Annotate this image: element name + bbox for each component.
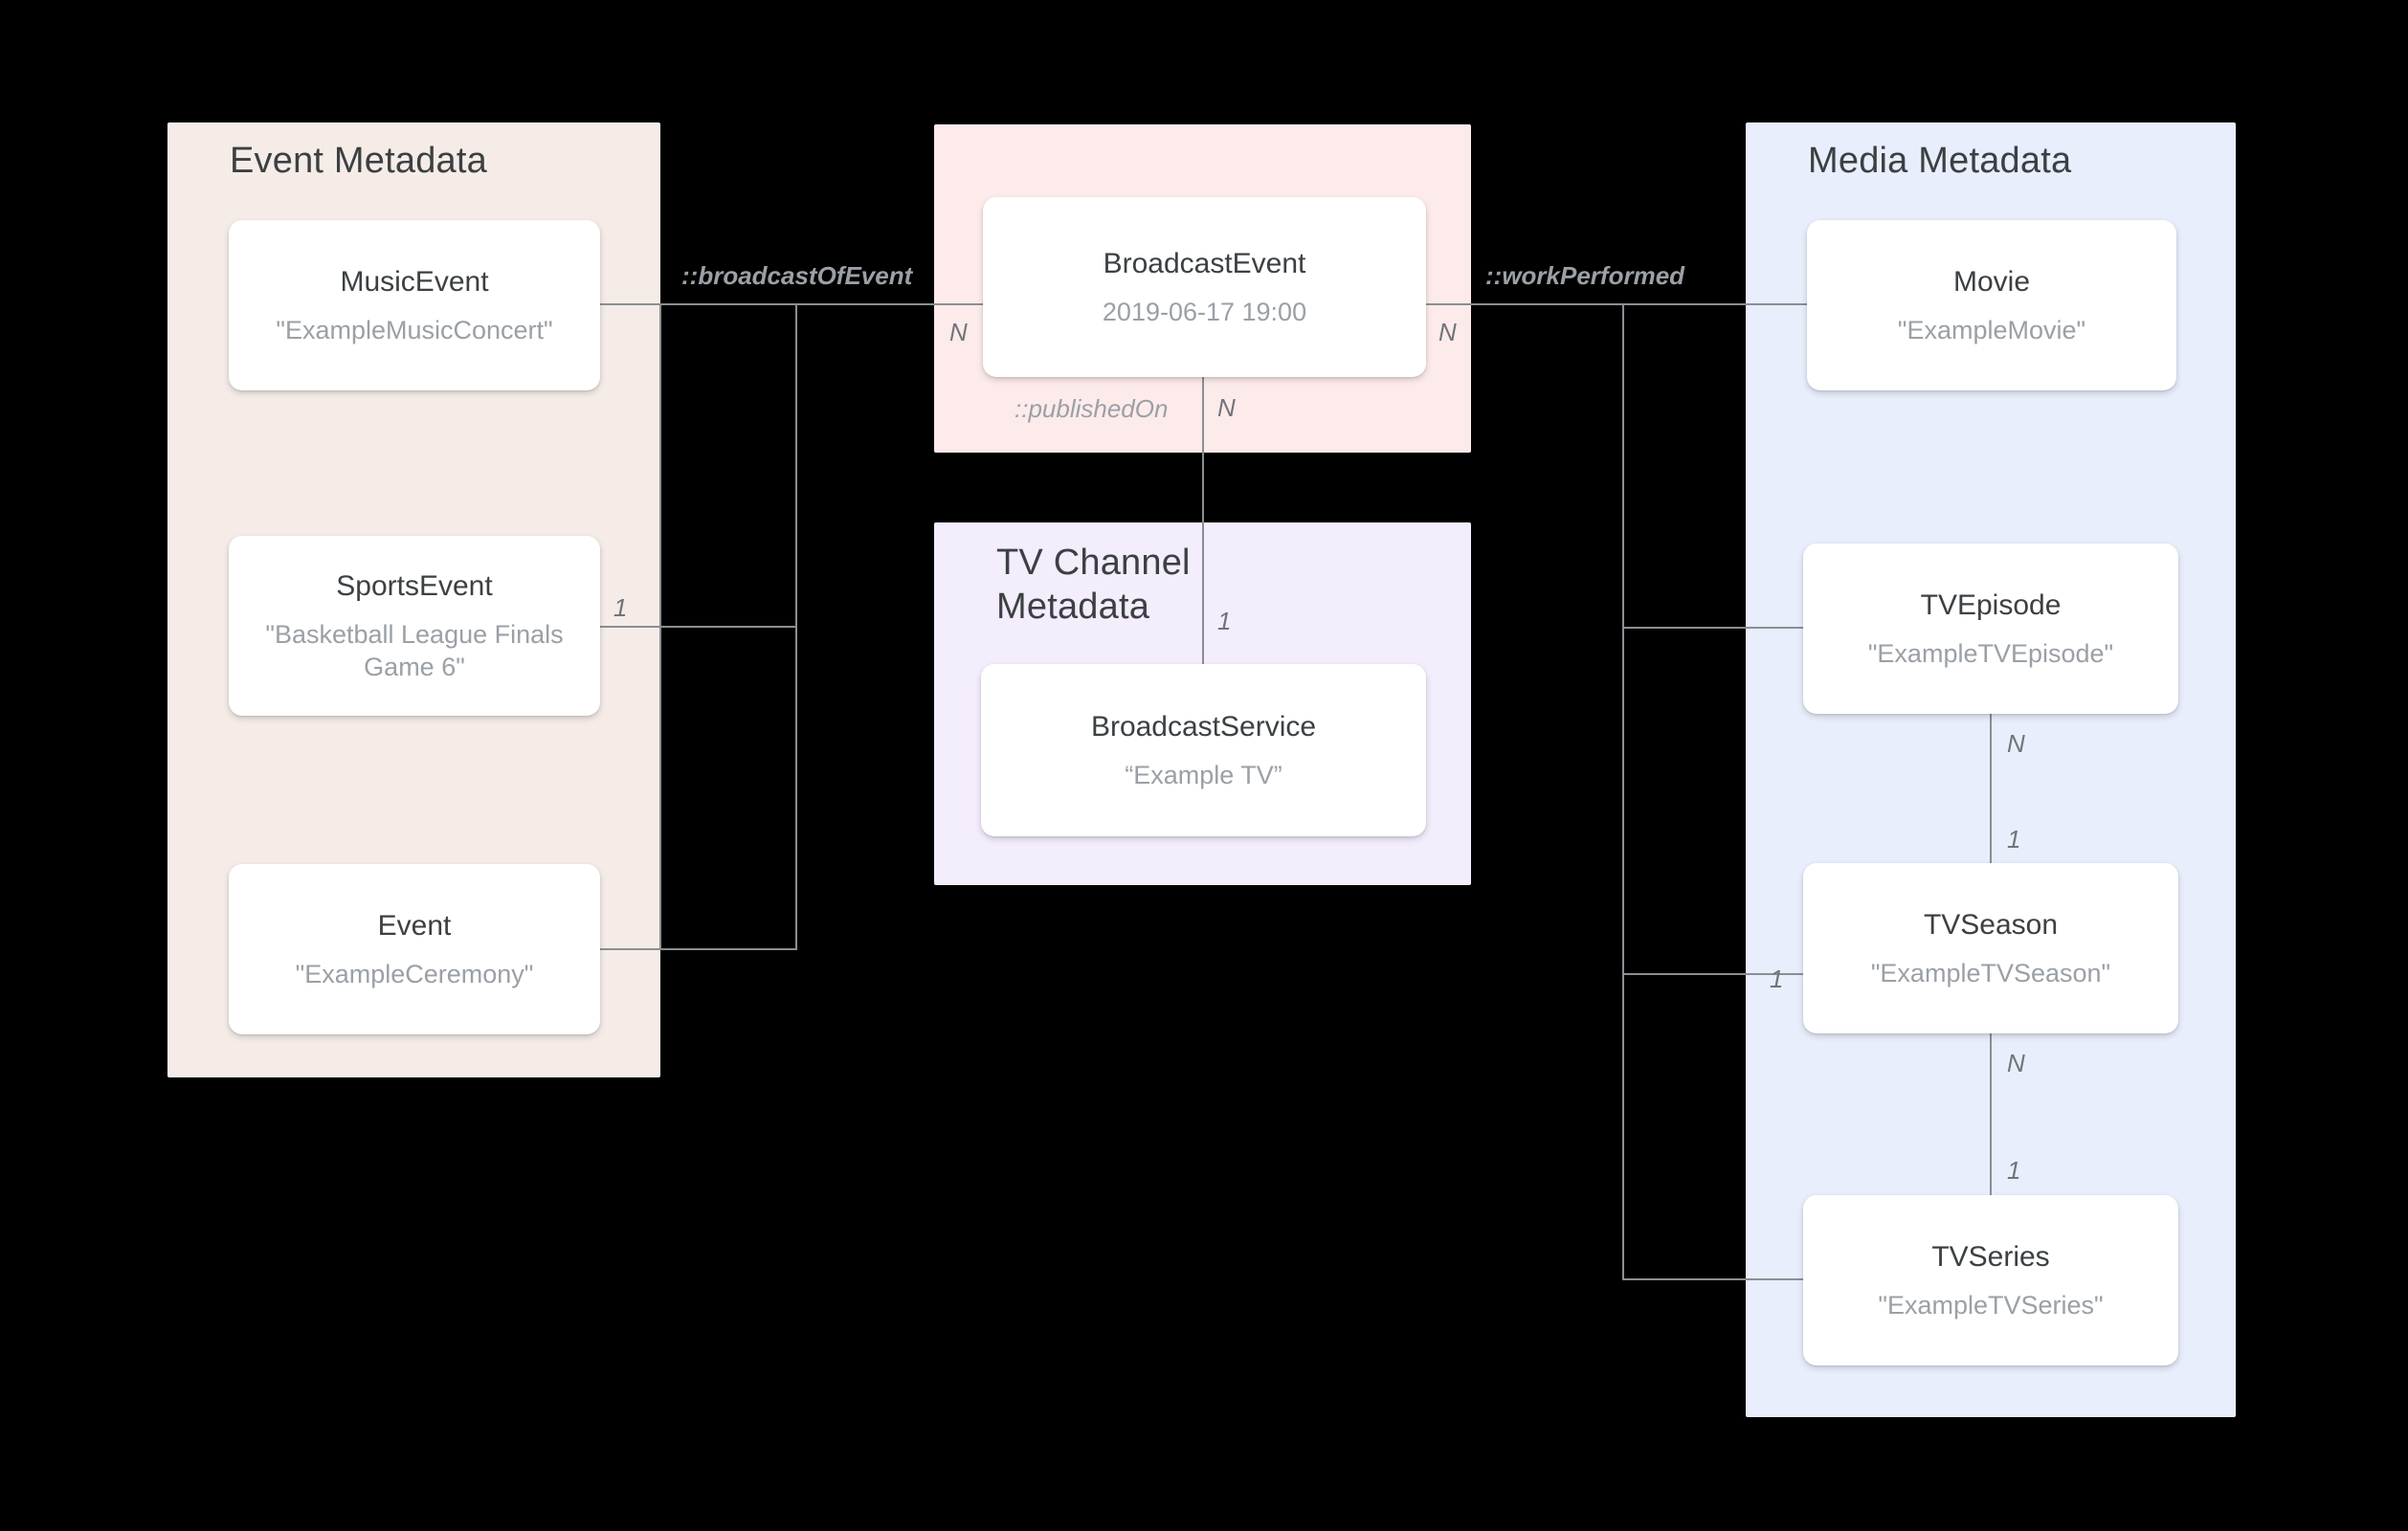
relation-label-broadcast-of-event: ::broadcastOfEvent [681, 261, 913, 290]
edge-left-inner-bus [659, 303, 661, 950]
edge-musicevent-to-bus [600, 303, 797, 305]
entity-value: 2019-06-17 19:00 [1102, 298, 1307, 326]
entity-card-event[interactable]: Event "ExampleCeremony" [229, 864, 600, 1034]
edge-bus-to-tvseason [1622, 973, 1803, 975]
group-title-media-metadata: Media Metadata [1808, 141, 2072, 181]
entity-value: "Basketball League Finals Game 6" [265, 620, 564, 681]
cardinality-sportsevent-1: 1 [613, 593, 628, 622]
cardinality-tvseason-1: 1 [2007, 825, 2021, 854]
group-title-tv-channel-metadata: TV Channel Metadata [996, 541, 1226, 629]
edge-tvseason-to-tvseries [1990, 1033, 1992, 1195]
entity-type: Event [377, 910, 452, 942]
entity-type: TVSeries [1931, 1241, 2050, 1273]
cardinality-workperformed-season-1: 1 [1770, 965, 1784, 993]
entity-type: Movie [1952, 266, 2031, 298]
entity-type: MusicEvent [340, 266, 489, 298]
entity-type: BroadcastService [1090, 711, 1317, 743]
cardinality-broadcastevent-left-n: N [949, 318, 968, 346]
entity-card-broadcast-service[interactable]: BroadcastService “Example TV” [981, 664, 1426, 836]
edge-left-vertical-bus [795, 303, 797, 950]
entity-card-sports-event[interactable]: SportsEvent "Basketball League Finals Ga… [229, 536, 600, 716]
edge-right-vertical-bus [1622, 303, 1624, 1280]
cardinality-published-on-n: N [1217, 393, 1236, 422]
edge-tvepisode-to-tvseason [1990, 714, 1992, 863]
edge-bus-to-tvseries [1622, 1278, 1803, 1280]
entity-card-tv-series[interactable]: TVSeries "ExampleTVSeries" [1803, 1195, 2178, 1365]
relation-label-work-performed: ::workPerformed [1485, 261, 1685, 290]
relation-label-published-on: ::publishedOn [1014, 394, 1169, 423]
group-title-line-1: TV Channel [996, 543, 1191, 583]
entity-type: TVSeason [1923, 909, 2059, 941]
entity-value: "ExampleMovie" [1897, 316, 2086, 344]
entity-value: "ExampleCeremony" [295, 960, 534, 988]
entity-card-tv-episode[interactable]: TVEpisode "ExampleTVEpisode" [1803, 544, 2178, 714]
entity-value: "ExampleTVEpisode" [1867, 639, 2114, 668]
entity-card-tv-season[interactable]: TVSeason "ExampleTVSeason" [1803, 863, 2178, 1033]
edge-bus-to-broadcastevent [795, 303, 983, 305]
entity-value: "ExampleTVSeries" [1878, 1291, 2104, 1320]
entity-card-music-event[interactable]: MusicEvent "ExampleMusicConcert" [229, 220, 600, 390]
group-title-line-2: Metadata [996, 587, 1150, 627]
cardinality-broadcastevent-right-n: N [1438, 318, 1457, 346]
edge-event-to-bus [600, 948, 797, 950]
edge-bus-to-movie [1622, 303, 1807, 305]
cardinality-broadcastservice-1: 1 [1217, 607, 1232, 635]
edge-bus-to-tvepisode [1622, 627, 1803, 629]
edge-broadcastevent-to-right-bus [1426, 303, 1623, 305]
group-title-event-metadata: Event Metadata [230, 141, 487, 181]
entity-value: "ExampleMusicConcert" [276, 316, 553, 344]
cardinality-tvseries-1: 1 [2007, 1156, 2021, 1185]
cardinality-tvseason-n: N [2007, 1049, 2025, 1077]
entity-value: “Example TV” [1125, 761, 1282, 789]
entity-type: TVEpisode [1920, 589, 2062, 621]
cardinality-tvepisode-n: N [2007, 729, 2025, 758]
edge-sportsevent-to-bus [600, 626, 797, 628]
entity-card-broadcast-event[interactable]: BroadcastEvent 2019-06-17 19:00 [983, 197, 1426, 377]
entity-type: SportsEvent [336, 570, 493, 602]
entity-value: "ExampleTVSeason" [1870, 959, 2111, 987]
edge-broadcastevent-to-broadcastservice [1202, 377, 1204, 664]
entity-type: BroadcastEvent [1103, 248, 1306, 279]
entity-card-movie[interactable]: Movie "ExampleMovie" [1807, 220, 2176, 390]
